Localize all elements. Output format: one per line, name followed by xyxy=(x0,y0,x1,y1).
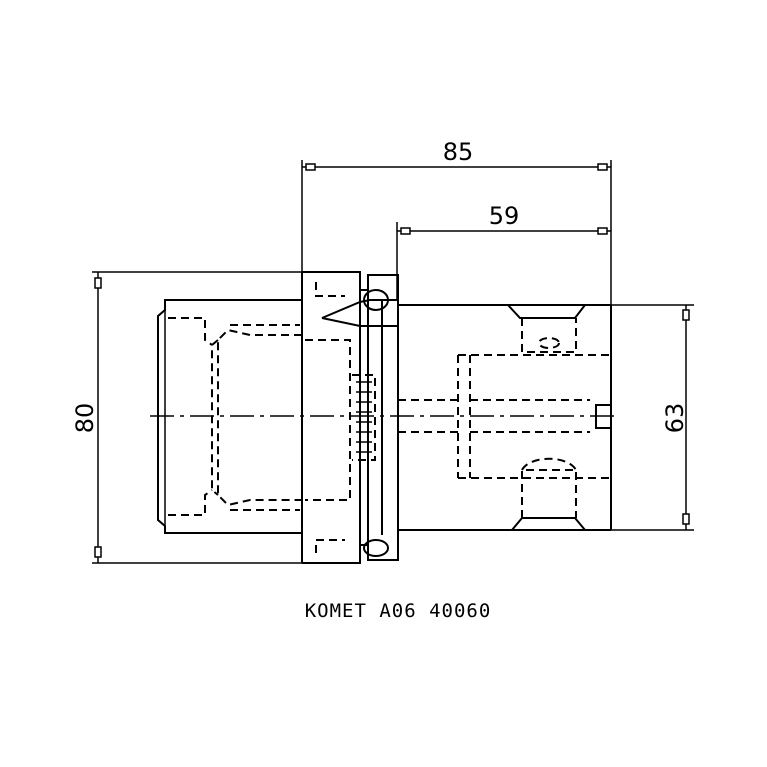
dimension-label-80: 80 xyxy=(71,403,99,434)
shank xyxy=(398,304,612,531)
dimension-label-59: 59 xyxy=(489,202,520,230)
dimension-shank-length: 59 xyxy=(396,202,611,300)
flange xyxy=(302,271,399,564)
dimension-overall-length: 85 xyxy=(301,138,612,305)
dimension-flange-diameter: 80 xyxy=(71,271,302,564)
dimension-label-63: 63 xyxy=(661,403,689,434)
dimension-shank-diameter: 63 xyxy=(611,304,694,531)
front-body xyxy=(157,272,303,563)
dimension-label-85: 85 xyxy=(443,138,474,166)
part-code-label: KOMET A06 40060 xyxy=(305,600,492,622)
